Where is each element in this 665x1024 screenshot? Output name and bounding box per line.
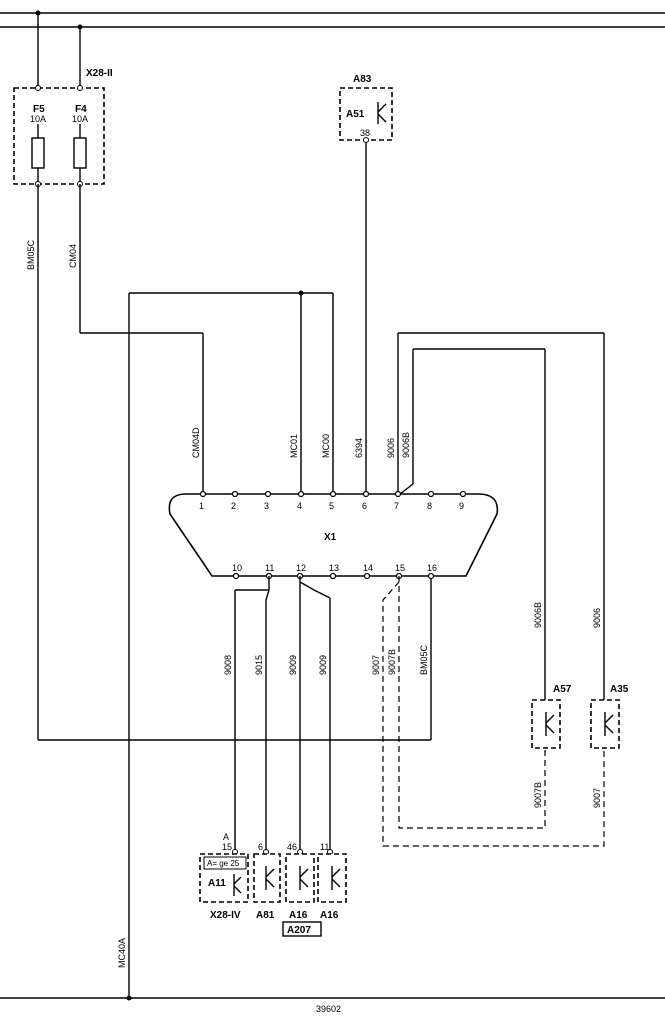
x1-bottom-pin-label-10: 10 [232,563,242,573]
x1-top-pin-8 [427,490,435,498]
fuse-f5-rating: 10A [30,114,46,124]
x1-top-pin-label-9: 9 [459,501,464,511]
x1-bottom-pin-10 [232,572,240,580]
x1-top-pin-label-3: 3 [264,501,269,511]
wire-9006b-top: 9006B [401,432,411,458]
wire-9007-low: 9007 [592,788,602,808]
module-a51-group: A83 [353,74,372,85]
wire-9007b-low: 9007B [533,782,543,808]
module-a57-label: A57 [553,684,572,695]
module-a35: A35 [590,684,629,749]
wire-9007: 9007 [371,655,381,675]
module-a16-second-label: A16 [320,910,339,921]
module-a81: 6 A81 [253,842,281,921]
x1-top-pin-5 [329,490,337,498]
module-a57: A57 [531,684,572,749]
wire-9009-b: 9009 [318,655,328,675]
x1-top-pin-label-2: 2 [231,501,236,511]
module-group-a207-label: A207 [287,925,311,936]
module-a11-below: X28-IV [210,910,241,921]
module-a11-label: A11 [208,878,226,889]
module-a11: A 15 A= ge 25 A11 X28-IV [199,832,249,921]
x1-top-pin-2 [231,490,239,498]
module-a16-second: 11 A16 [317,842,347,921]
wire-mc00: MC00 [321,434,331,458]
wire-9008: 9008 [223,655,233,675]
wire-mc40a: MC40A [117,938,127,968]
x1-bottom-pin-label-13: 13 [329,563,339,573]
module-a16-second-pin: 11 [320,842,329,852]
module-a16-first: 46 A16 [285,842,315,921]
x1-bottom-pin-label-11: 11 [265,563,274,573]
wire-9009-a: 9009 [288,655,298,675]
module-a16-first-pin: 46 [287,842,297,852]
footer-code: 39602 [316,1004,341,1014]
wire-9007b: 9007B [387,649,397,675]
module-a51: A83 A51 38 [339,74,393,143]
x1-top-pin-label-5: 5 [329,501,334,511]
wire-9015: 9015 [254,655,264,675]
x1-bottom-pin-16 [427,572,435,580]
fuse-f5-symbol [31,137,45,169]
wire-mc01: MC01 [289,434,299,458]
wire-bm05c-left: BM05C [26,239,36,270]
x1-top-pin-6 [362,490,370,498]
fuse-f4-id: F4 [75,104,87,115]
wire-9006b-side: 9006B [533,602,543,628]
x1-top-pin-label-7: 7 [394,501,399,511]
x1-bottom-pin-label-12: 12 [296,563,306,573]
wire-9006-side: 9006 [592,608,602,628]
wire-6394: 6394 [354,438,364,458]
junction-mc40a [126,995,132,1001]
x1-top-pin-9 [459,490,467,498]
x1-bottom-pin-label-14: 14 [363,563,373,573]
fuse-f4-symbol [73,137,87,169]
x1-top-pin-7 [394,490,402,498]
module-a81-label: A81 [256,910,275,921]
connector-bottom-pins: 10 11 12 13 14 15 16 [232,563,437,580]
fuse-f4-rating: 10A [72,114,88,124]
x1-bottom-pin-label-16: 16 [427,563,437,573]
x1-top-pin-label-1: 1 [199,501,204,511]
x1-bottom-pin-13 [329,572,337,580]
module-a11-pin-top: A [223,832,229,842]
x1-top-pin-4 [297,490,305,498]
connector-top-pins: 1 2 3 4 5 6 7 8 9 [199,490,467,511]
x1-top-pin-label-6: 6 [362,501,367,511]
module-a35-label: A35 [610,684,629,695]
x1-top-pin-3 [264,490,272,498]
module-a51-pin: 38 [360,128,370,138]
x1-top-pin-1 [199,490,207,498]
module-a16-first-label: A16 [289,910,308,921]
x1-bottom-pin-label-15: 15 [395,563,405,573]
module-a11-note: A= ge 25 [207,859,240,868]
module-a51-label: A51 [346,109,365,120]
connector-x1-label: X1 [324,532,337,543]
wire-cm04: CM04 [68,244,78,268]
x1-bottom-pin-14 [363,572,371,580]
x1-top-pin-label-4: 4 [297,501,302,511]
fuse-f5-id: F5 [33,104,45,115]
module-a81-pin: 6 [258,842,263,852]
wire-bm05c-right: BM05C [419,644,429,675]
wire-9006: 9006 [386,438,396,458]
wire-cm04d: CM04D [191,427,201,458]
module-a11-pin: 15 [222,842,232,852]
x1-top-pin-label-8: 8 [427,501,432,511]
fuse-block: X28-II F5 10A F4 10A [13,68,113,187]
module-group-a207: A207 [282,921,322,937]
fuse-block-label: X28-II [86,68,113,79]
